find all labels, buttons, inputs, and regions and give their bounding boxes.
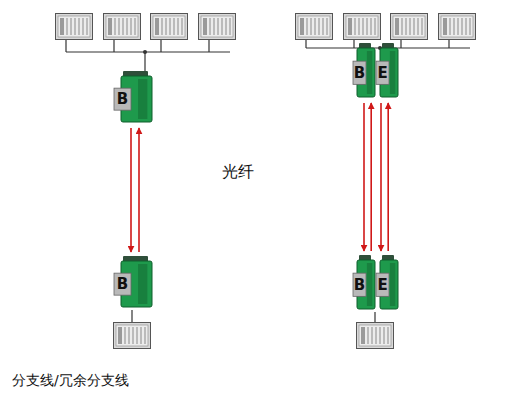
fiber-label: 光纤: [222, 162, 254, 183]
converter-module: E: [375, 42, 399, 100]
module-letter: E: [376, 61, 389, 84]
fiber-arrow: [370, 103, 372, 251]
lower-devices: [114, 310, 394, 349]
converter-module: B: [352, 42, 376, 100]
converter-module: B: [113, 255, 153, 310]
module-letter: B: [353, 61, 366, 84]
fiber-arrow: [380, 103, 382, 251]
module-letter: B: [114, 88, 131, 110]
module-letter: E: [376, 273, 389, 296]
fiber-arrow: [387, 103, 389, 251]
module-letter: B: [114, 273, 131, 295]
converter-module: B: [113, 70, 153, 125]
fiber-arrow: [138, 128, 140, 252]
caption: 分支线/冗余分支线: [12, 372, 129, 390]
right-upper-devices: [296, 14, 476, 51]
converter-module: B: [352, 254, 376, 312]
fiber-arrow: [363, 103, 365, 251]
left-upper-devices: [56, 14, 236, 73]
module-letter: B: [353, 273, 366, 296]
converter-module: E: [375, 254, 399, 312]
fiber-arrow: [130, 128, 132, 252]
